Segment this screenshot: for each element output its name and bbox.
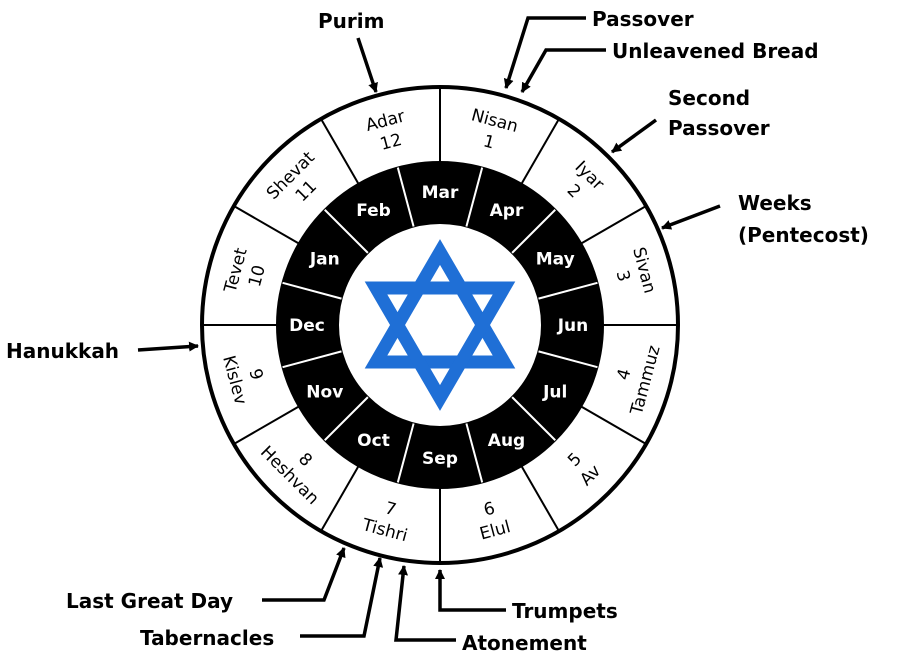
gregorian-month-sep: Sep xyxy=(422,449,458,469)
gregorian-month-divider xyxy=(511,396,556,441)
gregorian-month-jan: Jan xyxy=(309,250,340,270)
hebrew-month-number: 3 xyxy=(612,268,634,284)
festival-hanukkah: Hanukkah xyxy=(6,339,119,363)
festival-second-passover-line2: Passover xyxy=(668,116,770,140)
arrow-weeks xyxy=(661,204,721,230)
gregorian-month-aug: Aug xyxy=(488,431,525,451)
arrow-tabernacles xyxy=(300,557,384,638)
festival-weeks-line2: (Pentecost) xyxy=(738,223,869,247)
hebrew-month-divider xyxy=(320,118,360,185)
hebrew-month-number: 9 xyxy=(244,367,266,383)
hebrew-month-divider xyxy=(320,465,360,532)
gregorian-month-oct: Oct xyxy=(357,431,390,451)
festival-purim: Purim xyxy=(318,9,384,33)
hebrew-month-divider xyxy=(520,118,560,185)
hebrew-month-divider xyxy=(580,205,647,245)
arrow-atonement xyxy=(394,565,456,642)
hebrew-month-number: 7 xyxy=(383,498,399,520)
arrow-purim xyxy=(356,37,378,93)
arrow-passover xyxy=(503,16,586,89)
gregorian-month-may: May xyxy=(536,250,575,270)
gregorian-month-divider xyxy=(396,423,415,483)
festival-unleavened-bread: Unleavened Bread xyxy=(612,39,819,63)
arrow-trumpets xyxy=(435,569,506,612)
arrow-unleavened-bread xyxy=(520,48,606,93)
hebrew-month-divider xyxy=(580,405,647,445)
arrow-last-great-day xyxy=(262,547,346,602)
hebrew-month-number: 1 xyxy=(481,131,497,153)
hebrew-month-divider xyxy=(233,205,300,245)
star-of-david-icon xyxy=(364,239,516,411)
festival-last-great-day: Last Great Day xyxy=(66,589,233,613)
gregorian-month-divider xyxy=(511,209,556,254)
gregorian-month-divider xyxy=(396,167,415,227)
gregorian-month-divider xyxy=(465,423,484,483)
gregorian-month-divider xyxy=(465,167,484,227)
gregorian-month-jul: Jul xyxy=(542,383,567,403)
gregorian-month-divider xyxy=(538,350,598,369)
festival-passover: Passover xyxy=(592,7,694,31)
festival-weeks-line1: Weeks xyxy=(738,191,812,215)
gregorian-month-divider xyxy=(282,350,342,369)
center-disc xyxy=(337,222,543,428)
gregorian-month-apr: Apr xyxy=(490,201,524,221)
gregorian-month-dec: Dec xyxy=(289,316,325,336)
hebrew-month-divider xyxy=(233,405,300,445)
gregorian-month-divider xyxy=(538,281,598,300)
festival-second-passover-line1: Second xyxy=(668,86,750,110)
hebrew-month-number: 6 xyxy=(482,498,498,520)
hebrew-month-number: 4 xyxy=(613,367,635,383)
festival-atonement: Atonement xyxy=(462,631,587,655)
arrow-hanukkah xyxy=(137,341,199,352)
festival-tabernacles: Tabernacles xyxy=(140,626,274,650)
gregorian-month-divider xyxy=(324,396,369,441)
hebrew-month-divider xyxy=(520,465,560,532)
gregorian-month-jun: Jun xyxy=(557,316,589,336)
arrow-second-passover xyxy=(610,118,658,154)
gregorian-month-divider xyxy=(324,209,369,254)
gregorian-month-divider xyxy=(282,281,342,300)
festival-trumpets: Trumpets xyxy=(512,599,618,623)
gregorian-month-nov: Nov xyxy=(306,383,343,403)
gregorian-month-feb: Feb xyxy=(356,201,391,221)
gregorian-month-mar: Mar xyxy=(422,183,459,203)
